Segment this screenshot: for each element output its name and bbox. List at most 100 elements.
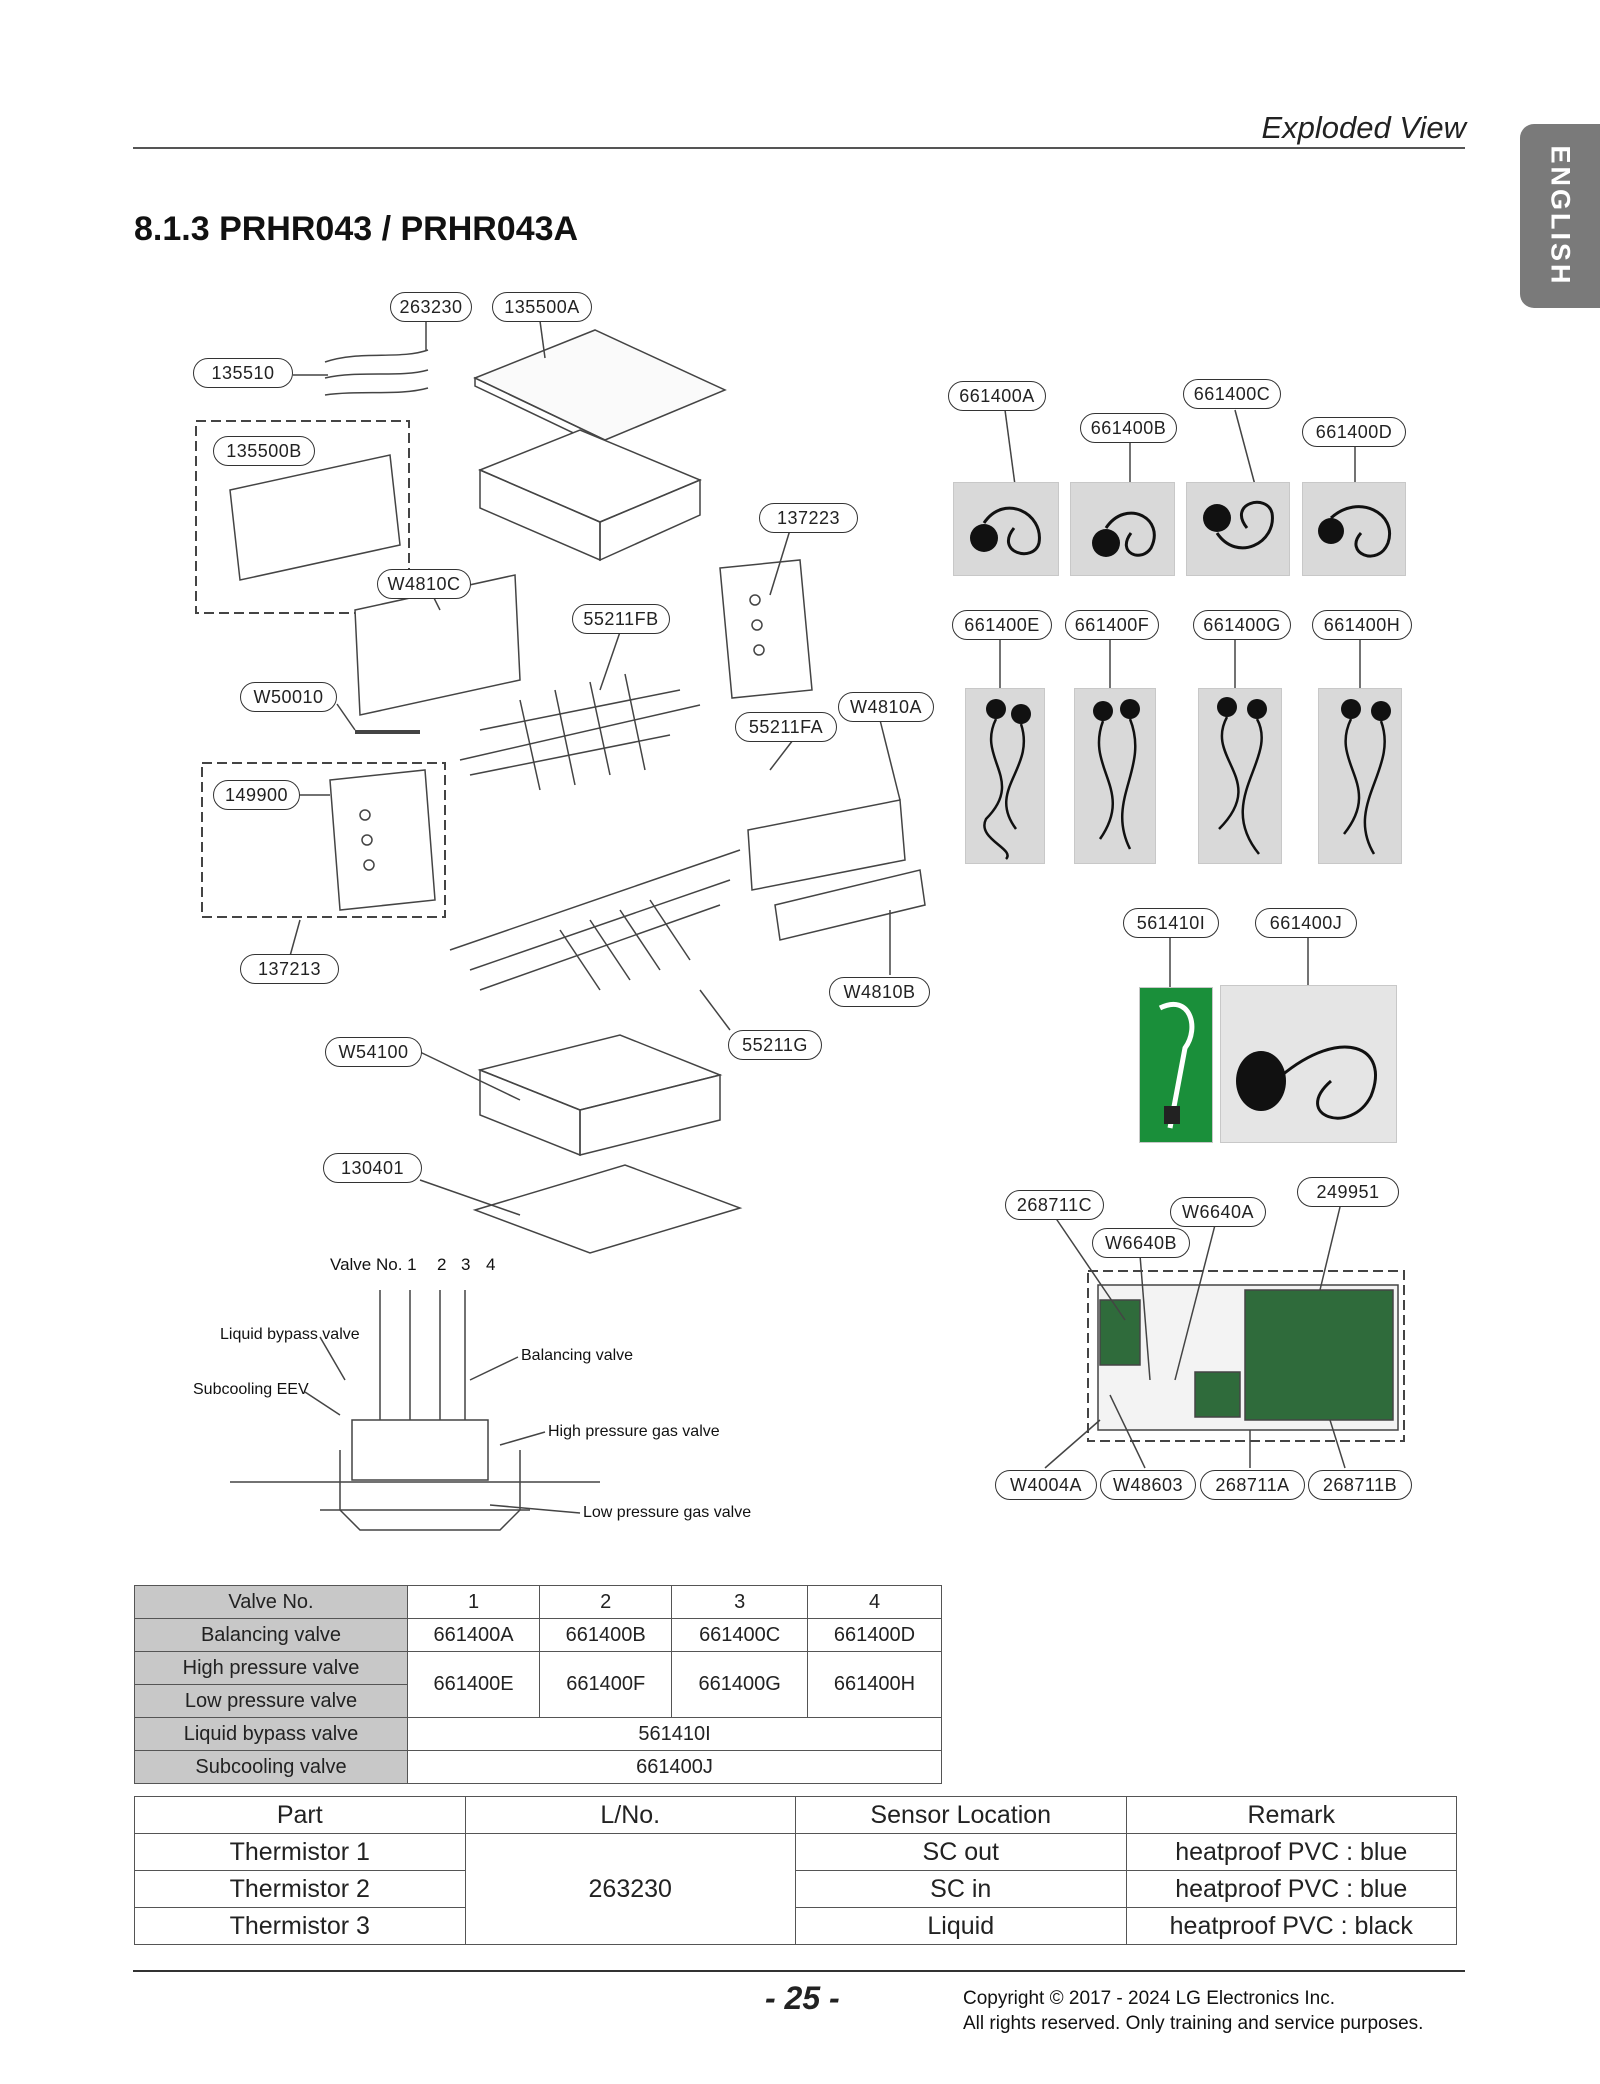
table-cell: 661400H [807, 1651, 942, 1718]
subcooling-eev-label: Subcooling EEV [193, 1381, 309, 1398]
callout-135510: 135510 [193, 358, 293, 388]
table-cell: 661400E [406, 1651, 541, 1718]
copyright-notice: Copyright © 2017 - 2024 LG Electronics I… [963, 1986, 1423, 2036]
balancing-valve-label: Balancing valve [521, 1347, 634, 1364]
table-row: High pressure valve 661400E 661400F 6614… [134, 1651, 942, 1718]
table-cell: SC in [795, 1870, 1127, 1908]
photo-pressure-valve-coil-4 [1318, 688, 1402, 864]
valve-no-label: Valve No. 1 [330, 1255, 417, 1274]
callout-W4810B: W4810B [829, 977, 930, 1007]
table-cell: Remark [1125, 1796, 1457, 1834]
valve-no-3: 3 [461, 1255, 471, 1274]
callout-55211G: 55211G [728, 1030, 822, 1060]
callout-130401: 130401 [323, 1153, 422, 1183]
photo-subcooling-valve [1220, 985, 1397, 1143]
table-cell: 661400A [406, 1618, 541, 1652]
callout-W50010: W50010 [240, 682, 337, 712]
table-cell: heatproof PVC : black [1125, 1907, 1457, 1945]
callout-561410I: 561410I [1123, 908, 1219, 938]
valve-part-table: Valve No. 1 2 3 4 Balancing valve 661400… [134, 1585, 942, 1784]
photo-pressure-valve-coil-2 [1074, 688, 1156, 864]
table-cell: Thermistor 1 [134, 1833, 466, 1871]
callout-268711A: 268711A [1200, 1470, 1305, 1500]
callout-135500B: 135500B [213, 436, 315, 466]
table-cell: 561410I [407, 1717, 942, 1751]
callout-263230: 263230 [390, 292, 472, 322]
callout-55211FA: 55211FA [735, 712, 837, 742]
table-row: Thermistor 2 SC in heatproof PVC : blue [134, 1870, 1457, 1908]
language-tab[interactable]: ENGLISH [1520, 124, 1600, 308]
callout-W4810C: W4810C [377, 569, 471, 599]
table-cell: 661400F [539, 1651, 673, 1718]
callout-W4004A: W4004A [995, 1470, 1097, 1500]
table-cell: Subcooling valve [134, 1750, 408, 1784]
callout-W54100: W54100 [325, 1037, 422, 1067]
valve-no-4: 4 [486, 1255, 496, 1274]
callout-268711C: 268711C [1005, 1190, 1104, 1220]
table-cell: 1 [406, 1585, 541, 1619]
table-cell: heatproof PVC : blue [1125, 1870, 1457, 1908]
table-cell: Sensor Location [795, 1796, 1127, 1834]
callout-137223: 137223 [759, 503, 858, 533]
callout-661400J: 661400J [1255, 908, 1357, 938]
liquid-bypass-valve-label: Liquid bypass valve [220, 1326, 360, 1343]
table-row: Valve No. 1 2 3 4 [134, 1585, 942, 1619]
photo-balancing-valve-coil-2 [1070, 482, 1175, 576]
callout-55211FB: 55211FB [572, 604, 670, 634]
table-cell: Balancing valve [134, 1618, 408, 1652]
table-cell: Valve No. [134, 1585, 408, 1619]
page-number: - 25 - [765, 1980, 840, 2016]
valve-no-2: 2 [437, 1255, 447, 1274]
callout-661400A: 661400A [948, 381, 1046, 411]
table-cell: 661400J [407, 1750, 942, 1784]
table-cell: 661400C [671, 1618, 809, 1652]
table-row: Thermistor 1 263230 SC out heatproof PVC… [134, 1833, 1457, 1945]
table-cell: L/No. [464, 1796, 796, 1834]
photo-pressure-valve-coil-1 [965, 688, 1045, 864]
copyright-line-2: All rights reserved. Only training and s… [963, 2013, 1424, 2034]
footer-divider [133, 1970, 1465, 1972]
table-cell: Thermistor 2 [134, 1870, 466, 1908]
callout-W4810A: W4810A [838, 692, 934, 722]
callout-W6640A: W6640A [1170, 1197, 1266, 1227]
callout-149900: 149900 [213, 780, 300, 810]
callout-661400B: 661400B [1080, 413, 1177, 443]
photo-balancing-valve-coil-3 [1186, 482, 1290, 576]
table-cell: Liquid [795, 1907, 1127, 1945]
callout-661400E: 661400E [952, 610, 1052, 640]
table-cell: 661400G [671, 1651, 809, 1718]
photo-liquid-bypass-valve [1139, 987, 1213, 1143]
table-row: Thermistor 3 Liquid heatproof PVC : blac… [134, 1907, 1457, 1945]
photo-balancing-valve-coil-1 [953, 482, 1059, 576]
table-cell: 3 [671, 1585, 809, 1619]
header-divider [133, 147, 1465, 149]
table-row: Low pressure valve [134, 1684, 942, 1718]
photo-balancing-valve-coil-4 [1302, 482, 1406, 576]
table-row: Part L/No. Sensor Location Remark [134, 1796, 1457, 1834]
callout-249951: 249951 [1297, 1177, 1399, 1207]
table-cell: SC out [795, 1833, 1127, 1871]
table-cell: Thermistor 3 [134, 1907, 466, 1945]
table-cell: 4 [807, 1585, 942, 1619]
table-cell: 263230 [464, 1833, 796, 1945]
table-cell: Low pressure valve [134, 1684, 408, 1718]
callout-137213: 137213 [240, 954, 339, 984]
photo-pressure-valve-coil-3 [1198, 688, 1282, 864]
table-row: Subcooling valve 661400J [134, 1750, 942, 1784]
callout-661400F: 661400F [1065, 610, 1159, 640]
table-row: Balancing valve 661400A 661400B 661400C … [134, 1618, 942, 1652]
thermistor-table: Part L/No. Sensor Location Remark Thermi… [134, 1796, 1457, 1945]
copyright-line-1: Copyright © 2017 - 2024 LG Electronics I… [963, 1988, 1336, 2009]
table-row: Liquid bypass valve 561410I [134, 1717, 942, 1751]
callout-661400G: 661400G [1193, 610, 1291, 640]
high-pressure-gas-valve-label: High pressure gas valve [548, 1423, 720, 1440]
table-cell: 2 [539, 1585, 673, 1619]
callout-661400H: 661400H [1312, 610, 1412, 640]
low-pressure-gas-valve-label: Low pressure gas valve [583, 1504, 752, 1521]
section-title: 8.1.3 PRHR043 / PRHR043A [134, 210, 579, 248]
callout-W48603: W48603 [1100, 1470, 1196, 1500]
table-cell: Liquid bypass valve [134, 1717, 408, 1751]
callout-268711B: 268711B [1308, 1470, 1412, 1500]
callout-W6640B: W6640B [1092, 1228, 1190, 1258]
callout-135500A: 135500A [492, 292, 592, 322]
